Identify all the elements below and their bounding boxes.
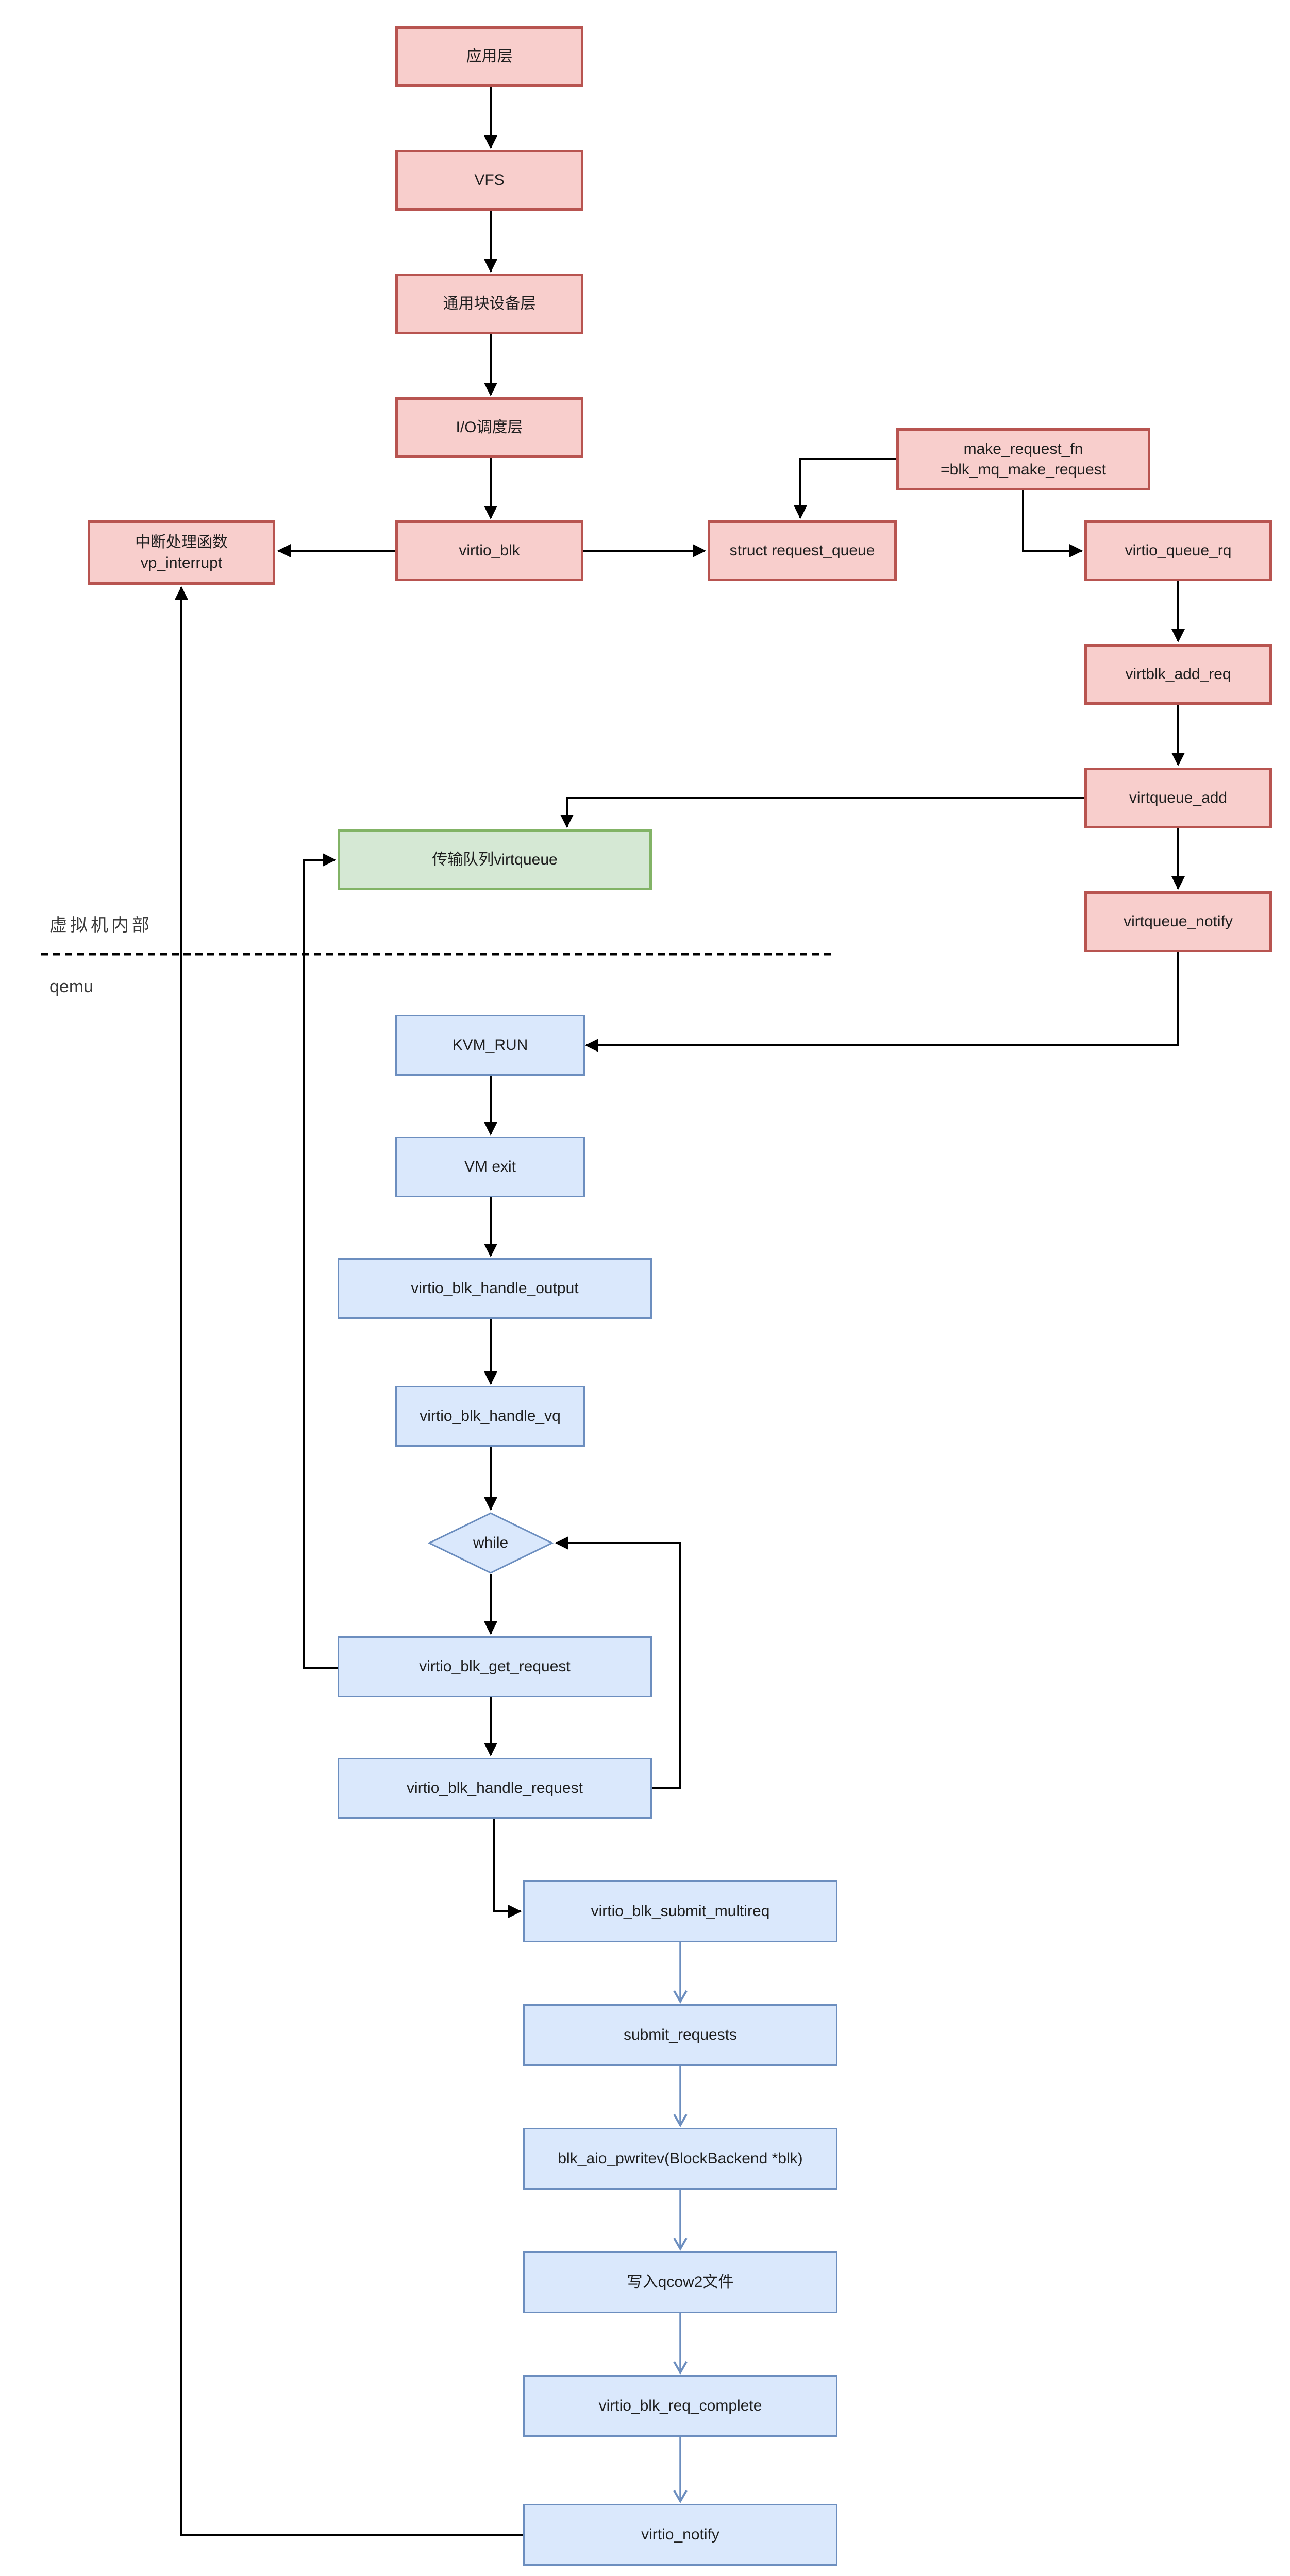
- node-virtqueue-add: virtqueue_add: [1084, 768, 1272, 828]
- node-write-qcow2: 写入qcow2文件: [523, 2251, 837, 2313]
- node-virtqueue: 传输队列virtqueue: [338, 829, 652, 890]
- node-virtio-blk-handle-vq: virtio_blk_handle_vq: [395, 1386, 585, 1447]
- edge-handlerequest-to-submitmultireq: [493, 1819, 522, 1918]
- edge-makerequestfn-to-requestqueue: [794, 458, 896, 519]
- node-submit-requests: submit_requests: [523, 2004, 837, 2066]
- node-vm-exit: VM exit: [395, 1137, 585, 1197]
- edge-virtionotify-to-interrupt: [175, 586, 523, 2536]
- node-generic-block-layer: 通用块设备层: [395, 274, 583, 334]
- edge-makerequestfn-to-virtioqueuerq: [1022, 490, 1083, 557]
- node-kvm-run: KVM_RUN: [395, 1015, 585, 1076]
- edge-virtqueuenotify-to-kvmrun: [585, 952, 1179, 1052]
- region-label-qemu: qemu: [49, 977, 94, 996]
- while-label: while: [473, 1534, 509, 1551]
- node-interrupt-handler: 中断处理函数 vp_interrupt: [88, 520, 275, 585]
- node-virtio-blk: virtio_blk: [395, 520, 583, 581]
- region-label-vm-inside: 虚拟机内部: [49, 916, 153, 935]
- node-virtio-blk-handle-output: virtio_blk_handle_output: [338, 1258, 652, 1319]
- node-while-diamond: while: [428, 1512, 554, 1574]
- node-virtqueue-notify: virtqueue_notify: [1084, 891, 1272, 952]
- node-virtio-notify: virtio_notify: [523, 2504, 837, 2566]
- node-virtio-blk-submit-multireq: virtio_blk_submit_multireq: [523, 1880, 837, 1942]
- node-vfs: VFS: [395, 150, 583, 211]
- node-virtio-queue-rq: virtio_queue_rq: [1084, 520, 1272, 581]
- node-blk-aio-pwritev: blk_aio_pwritev(BlockBackend *blk): [523, 2128, 837, 2190]
- while-diamond-shape: [428, 1512, 554, 1574]
- node-io-scheduler-layer: I/O调度层: [395, 397, 583, 458]
- edge-handlerequest-loop-to-while: [555, 1536, 681, 1789]
- node-virtio-blk-req-complete: virtio_blk_req_complete: [523, 2375, 837, 2437]
- edge-virtqueueadd-to-virtqueue: [560, 797, 1084, 828]
- node-virtio-blk-get-request: virtio_blk_get_request: [338, 1636, 652, 1697]
- node-virtblk-add-req: virtblk_add_req: [1084, 644, 1272, 705]
- node-request-queue: struct request_queue: [708, 520, 897, 581]
- edge-getrequest-to-virtqueue: [303, 853, 338, 1669]
- node-app-layer: 应用层: [395, 26, 583, 87]
- node-make-request-fn: make_request_fn =blk_mq_make_request: [896, 428, 1150, 490]
- node-virtio-blk-handle-request: virtio_blk_handle_request: [338, 1758, 652, 1819]
